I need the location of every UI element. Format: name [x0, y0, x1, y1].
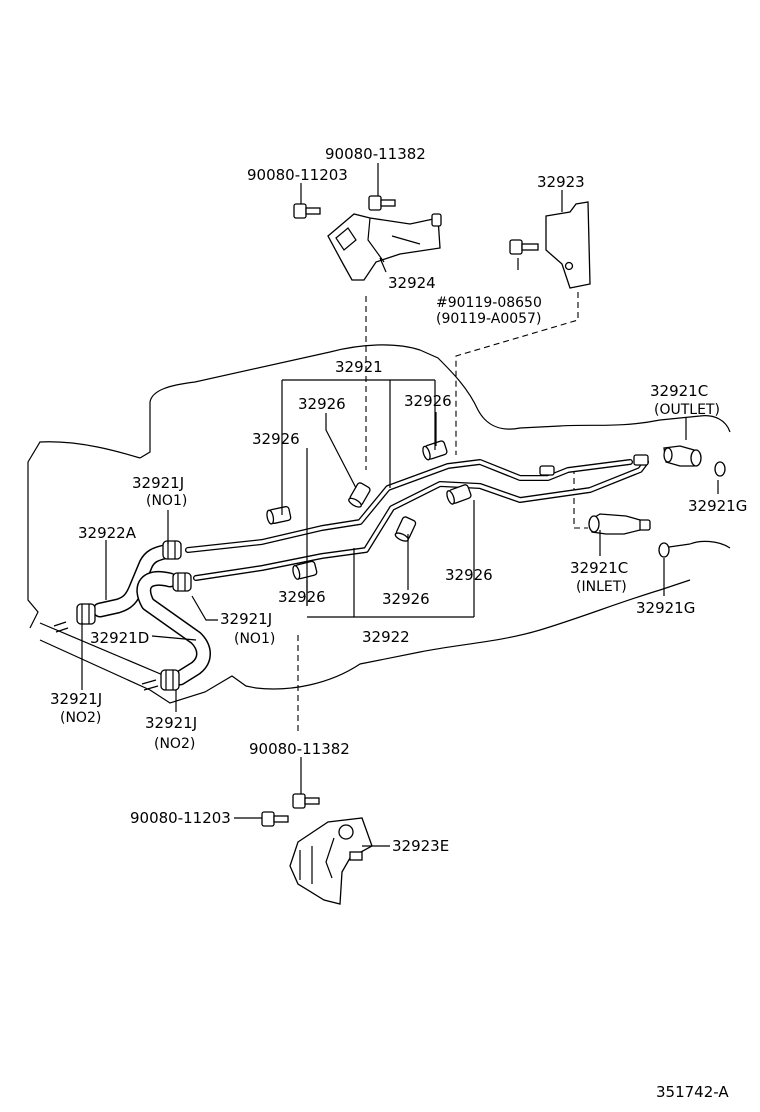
clamp-32926-a [266, 505, 292, 525]
label-bolt-90119-b: (90119-A0057) [436, 311, 541, 327]
label-union-inlet-note: (INLET) [576, 579, 627, 595]
label-hose-clip-1-upper-note: (NO1) [146, 493, 187, 509]
cooler-tube-upper [185, 459, 649, 581]
label-bolt-bottom-top: 90080-11382 [249, 740, 350, 758]
label-hose-a: 32922A [78, 524, 137, 542]
label-clamp-lower-mid: 32926 [382, 590, 430, 608]
label-clamp-lower-right: 32926 [445, 566, 493, 584]
bolt-top-left [293, 203, 321, 219]
dashed-leaders [297, 292, 588, 735]
clip-no2-left [76, 603, 96, 625]
label-bolt-top-left: 90080-11203 [247, 166, 348, 184]
tube-clamps [266, 440, 472, 580]
label-hose-d: 32921D [90, 629, 149, 647]
leader-lines [81, 163, 719, 847]
label-hose-clip-2-right: 32921J [145, 714, 197, 732]
union-inlet [588, 513, 641, 535]
gasket-lower [658, 542, 670, 558]
label-clamp-upper-left: 32926 [298, 395, 346, 413]
tube-nut-upper [539, 465, 555, 476]
bracket-32924 [327, 213, 442, 281]
label-tube-set-lower: 32922 [362, 628, 410, 646]
label-gasket-lower: 32921G [636, 599, 695, 617]
tube-nut-outlet [633, 454, 649, 466]
label-bracket-32923e: 32923E [392, 837, 449, 855]
bolt-bottom-left [261, 811, 289, 827]
clamp-32926-f [292, 560, 318, 580]
callout-labels: 90080-11382 90080-11203 32923 32924 #901… [50, 145, 747, 1101]
label-tube-set-upper: 32921 [335, 358, 383, 376]
label-hose-clip-1-upper: 32921J [132, 474, 184, 492]
label-hose-clip-1-lower-note: (NO1) [234, 631, 275, 647]
label-clamp-lower-left: 32926 [278, 588, 326, 606]
clip-no1-upper [162, 540, 182, 560]
hose-clips [53, 540, 192, 691]
port-stub-left [53, 621, 69, 633]
label-hose-clip-1-lower: 32921J [220, 610, 272, 628]
unions-and-gaskets [588, 445, 726, 558]
clamp-32926-b [348, 482, 371, 508]
bolt-top-right [368, 195, 396, 211]
label-bracket-32923: 32923 [537, 173, 585, 191]
label-hose-clip-2-right-note: (NO2) [154, 736, 195, 752]
label-union-outlet-note: (OUTLET) [654, 402, 720, 418]
label-clamp-upper-right: 32926 [404, 392, 452, 410]
union-outlet [663, 445, 702, 467]
label-bolt-bottom-left: 90080-11203 [130, 809, 231, 827]
bracket-32923e [289, 817, 373, 905]
label-union-inlet: 32921C [570, 559, 628, 577]
clip-no1-lower [172, 572, 192, 592]
label-bracket-32924: 32924 [388, 274, 436, 292]
clip-no2-right [160, 669, 180, 691]
label-clamp-left: 32926 [252, 430, 300, 448]
label-bolt-top-right: 90080-11382 [325, 145, 426, 163]
label-hose-clip-2-left: 32921J [50, 690, 102, 708]
bolt-bottom-top [292, 793, 320, 809]
bolt-90119 [509, 239, 539, 255]
label-gasket-upper: 32921G [688, 497, 747, 515]
figure-number: 351742-A [656, 1083, 729, 1101]
label-hose-clip-2-left-note: (NO2) [60, 710, 101, 726]
label-bolt-90119-a: #90119-08650 [436, 295, 542, 311]
clamp-32926-c [422, 440, 448, 461]
transmission-housing-outline [27, 344, 731, 704]
bracket-32923 [545, 201, 591, 289]
clamp-32926-e [394, 516, 417, 542]
port-stub-right [141, 679, 159, 691]
hoses [92, 544, 211, 686]
clamp-32926-d [446, 484, 472, 505]
gasket-upper [714, 461, 726, 477]
label-union-outlet: 32921C [650, 382, 708, 400]
